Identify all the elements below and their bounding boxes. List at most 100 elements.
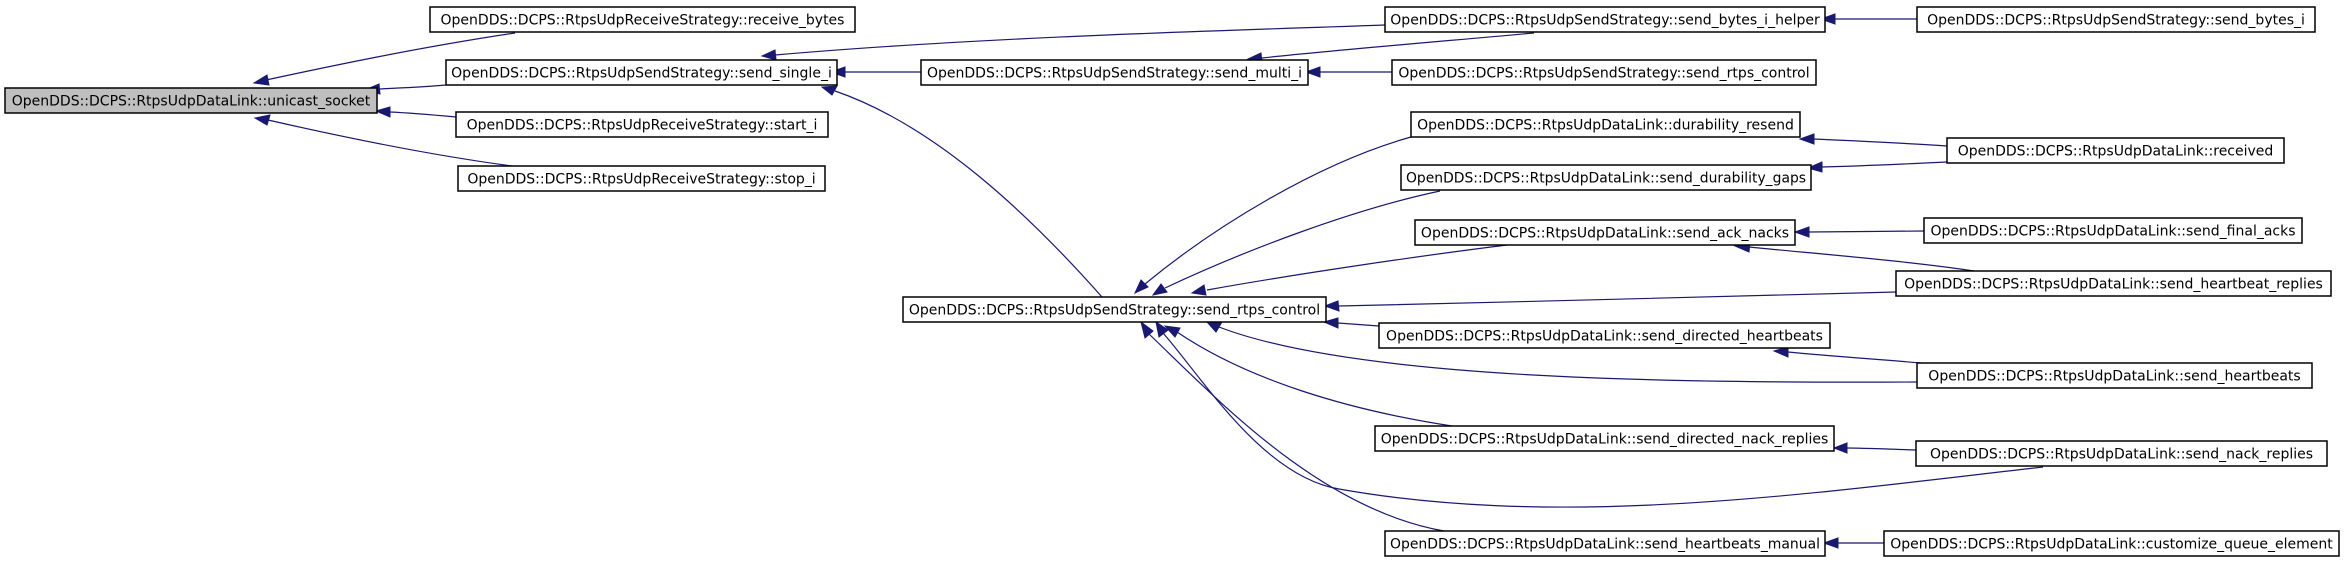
edge-arrowhead — [1793, 226, 1810, 238]
node-label: OpenDDS::DCPS::RtpsUdpDataLink::send_fin… — [1930, 224, 2295, 240]
edge-send_bytes_i_helper-to-send_single_i — [760, 24, 1386, 61]
node-box — [1374, 425, 1835, 452]
edge-arrowhead — [1323, 300, 1340, 312]
node-box — [902, 296, 1327, 323]
edge-line — [389, 111, 457, 118]
edge-line — [1787, 351, 1922, 364]
node-box — [920, 59, 1309, 86]
edge-ss_send_rtps_control-to-send_single_i — [820, 85, 1103, 298]
edge-send_rtps_control_top-to-send_multi_i — [1304, 66, 1392, 78]
node-send_multi_i[interactable]: OpenDDS::DCPS::RtpsUdpSendStrategy::send… — [920, 59, 1309, 86]
edge-arrowhead — [829, 66, 846, 78]
edge-arrowhead — [1798, 133, 1815, 145]
node-send_directed_heartbeats[interactable]: OpenDDS::DCPS::RtpsUdpDataLink::send_dir… — [1378, 322, 1831, 349]
edge-send_directed_heartbeats-to-ss_send_rtps_control — [1322, 317, 1380, 329]
edge-send_durability_gaps-to-ss_send_rtps_control — [1151, 190, 1441, 296]
node-receive_bytes[interactable]: OpenDDS::DCPS::RtpsUdpReceiveStrategy::r… — [429, 6, 856, 33]
edge-line — [1218, 326, 1918, 383]
edge-send_final_acks-to-send_ack_nacks — [1793, 226, 1925, 238]
node-stop_i[interactable]: OpenDDS::DCPS::RtpsUdpReceiveStrategy::s… — [457, 165, 826, 192]
edge-line — [1176, 331, 1453, 427]
node-label: OpenDDS::DCPS::RtpsUdpDataLink::unicast_… — [12, 94, 371, 110]
node-box — [1895, 270, 2332, 297]
edge-received-to-durability_resend — [1798, 133, 1948, 147]
node-box — [1915, 440, 2328, 467]
edge-send_heartbeats_manual-to-ss_send_rtps_control — [1140, 320, 1445, 532]
node-send_ack_nacks[interactable]: OpenDDS::DCPS::RtpsUdpDataLink::send_ack… — [1414, 219, 1796, 246]
edge-arrowhead — [1806, 161, 1823, 173]
node-label: OpenDDS::DCPS::RtpsUdpSendStrategy::send… — [1398, 66, 1809, 82]
node-label: OpenDDS::DCPS::RtpsUdpSendStrategy::send… — [927, 66, 1302, 82]
node-label: OpenDDS::DCPS::RtpsUdpSendStrategy::send… — [909, 303, 1320, 319]
node-box — [1378, 322, 1831, 349]
node-send_heartbeats_manual[interactable]: OpenDDS::DCPS::RtpsUdpDataLink::send_hea… — [1384, 530, 1826, 557]
node-send_durability_gaps[interactable]: OpenDDS::DCPS::RtpsUdpDataLink::send_dur… — [1400, 164, 1812, 191]
edge-line — [378, 84, 447, 90]
node-label: OpenDDS::DCPS::RtpsUdpDataLink::send_hea… — [1390, 537, 1820, 553]
node-box — [445, 59, 838, 86]
node-unicast_socket[interactable]: OpenDDS::DCPS::RtpsUdpDataLink::unicast_… — [4, 87, 378, 114]
node-ss_send_rtps_control[interactable]: OpenDDS::DCPS::RtpsUdpSendStrategy::send… — [902, 296, 1327, 323]
node-box — [455, 111, 829, 138]
node-label: OpenDDS::DCPS::RtpsUdpDataLink::send_dir… — [1386, 329, 1823, 345]
edge-arrowhead — [760, 49, 777, 61]
node-box — [1391, 59, 1817, 86]
edge-arrowhead — [252, 74, 270, 86]
edge-send_heartbeat_replies-to-send_ack_nacks — [1733, 241, 1975, 272]
node-box — [4, 87, 378, 114]
node-send_heartbeat_replies[interactable]: OpenDDS::DCPS::RtpsUdpDataLink::send_hea… — [1895, 270, 2332, 297]
edge-arrowhead — [1163, 325, 1181, 338]
node-label: OpenDDS::DCPS::RtpsUdpReceiveStrategy::r… — [441, 13, 845, 29]
node-send_bytes_i[interactable]: OpenDDS::DCPS::RtpsUdpSendStrategy::send… — [1916, 6, 2316, 33]
node-send_heartbeats[interactable]: OpenDDS::DCPS::RtpsUdpDataLink::send_hea… — [1916, 362, 2313, 389]
node-box — [429, 6, 856, 33]
node-received[interactable]: OpenDDS::DCPS::RtpsUdpDataLink::received — [1946, 137, 2285, 164]
edge-line — [265, 32, 516, 81]
edge-arrowhead — [1819, 13, 1836, 25]
node-send_single_i[interactable]: OpenDDS::DCPS::RtpsUdpSendStrategy::send… — [445, 59, 838, 86]
node-send_final_acks[interactable]: OpenDDS::DCPS::RtpsUdpDataLink::send_fin… — [1923, 217, 2303, 244]
node-send_bytes_i_helper[interactable]: OpenDDS::DCPS::RtpsUdpSendStrategy::send… — [1384, 6, 1826, 33]
node-label: OpenDDS::DCPS::RtpsUdpDataLink::send_hea… — [1928, 369, 2300, 385]
node-send_directed_nack_replies[interactable]: OpenDDS::DCPS::RtpsUdpDataLink::send_dir… — [1374, 425, 1835, 452]
node-box — [457, 165, 826, 192]
edge-line — [1144, 136, 1412, 285]
node-box — [1384, 6, 1826, 33]
edge-arrowhead — [1151, 283, 1168, 296]
edge-stop_i-to-unicast_socket — [253, 114, 513, 167]
edge-arrowhead — [1133, 279, 1149, 295]
node-box — [1923, 217, 2303, 244]
node-label: OpenDDS::DCPS::RtpsUdpDataLink::send_hea… — [1904, 277, 2323, 293]
node-label: OpenDDS::DCPS::RtpsUdpDataLink::durabili… — [1417, 118, 1794, 134]
node-label: OpenDDS::DCPS::RtpsUdpDataLink::send_nac… — [1930, 447, 2313, 463]
edges-layer — [252, 13, 2044, 549]
edge-line — [1148, 333, 1445, 532]
edge-arrowhead — [1772, 346, 1789, 358]
node-customize_queue_element[interactable]: OpenDDS::DCPS::RtpsUdpDataLink::customiz… — [1883, 530, 2340, 557]
node-box — [1916, 6, 2316, 33]
nodes-layer: OpenDDS::DCPS::RtpsUdpDataLink::unicast_… — [4, 6, 2340, 557]
node-label: OpenDDS::DCPS::RtpsUdpSendStrategy::send… — [1390, 13, 1820, 29]
node-durability_resend[interactable]: OpenDDS::DCPS::RtpsUdpDataLink::durabili… — [1410, 111, 1801, 138]
node-box — [1384, 530, 1826, 557]
edge-line — [1821, 161, 1948, 168]
edge-arrowhead — [1322, 317, 1339, 329]
node-box — [1400, 164, 1812, 191]
edge-send_multi_i-to-send_single_i — [829, 66, 921, 78]
node-send_nack_replies[interactable]: OpenDDS::DCPS::RtpsUdpDataLink::send_nac… — [1915, 440, 2328, 467]
edge-line — [1164, 190, 1441, 289]
edge-arrowhead — [253, 114, 271, 126]
edge-arrowhead — [1155, 320, 1169, 338]
edge-received-to-send_durability_gaps — [1806, 161, 1948, 173]
node-label: OpenDDS::DCPS::RtpsUdpDataLink::send_ack… — [1421, 226, 1789, 242]
edge-send_directed_nack_replies-to-ss_send_rtps_control — [1163, 325, 1453, 427]
edge-send_heartbeats-to-send_directed_heartbeats — [1772, 346, 1922, 364]
edge-line — [1162, 332, 2044, 508]
edge-arrowhead — [1832, 442, 1848, 454]
edge-arrowhead — [1822, 537, 1839, 549]
node-start_i[interactable]: OpenDDS::DCPS::RtpsUdpReceiveStrategy::s… — [455, 111, 829, 138]
node-send_rtps_control_top[interactable]: OpenDDS::DCPS::RtpsUdpSendStrategy::send… — [1391, 59, 1817, 86]
node-label: OpenDDS::DCPS::RtpsUdpDataLink::send_dur… — [1406, 171, 1806, 187]
edge-start_i-to-unicast_socket — [374, 106, 457, 118]
